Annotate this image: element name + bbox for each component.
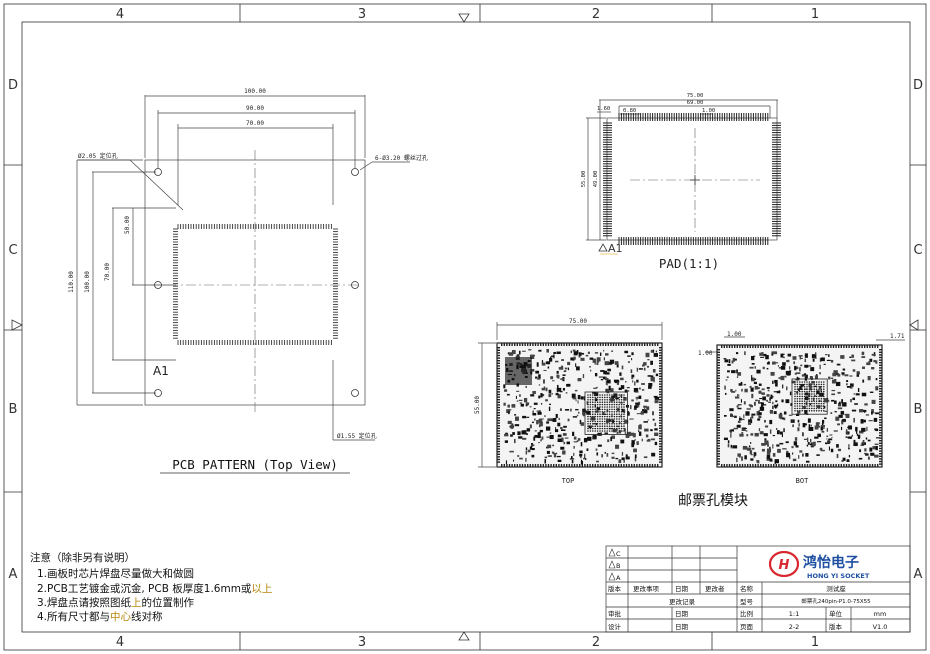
dim-label: 49.00 bbox=[593, 171, 599, 188]
drawing-frame bbox=[3, 3, 927, 651]
note-item: 3.焊盘点请按照图纸上的位置制作 bbox=[37, 596, 195, 609]
val-version: V1.0 bbox=[873, 623, 888, 631]
col-label: 1 bbox=[811, 635, 819, 650]
dim-label: 55.00 bbox=[474, 396, 481, 414]
pad-outline bbox=[606, 117, 778, 241]
col-label: 2 bbox=[592, 635, 600, 650]
key-page: 页面 bbox=[740, 623, 754, 631]
dim-label: 1.00 bbox=[698, 350, 713, 357]
col-label: 4 bbox=[116, 635, 124, 650]
pcb-pattern-view: 100.00 90.00 70.00 110.00 100.00 70.00 5… bbox=[68, 88, 428, 474]
company-name-cn: 鸿怡电子 bbox=[803, 554, 859, 571]
dim-label: 110.00 bbox=[68, 271, 75, 293]
dim-label: 1.71 bbox=[890, 333, 905, 340]
module-view: 75.00 55.00 1.00 1.71 1.00 TOP BOT 邮票孔模块 bbox=[474, 318, 905, 509]
module-title: 邮票孔模块 bbox=[678, 493, 748, 509]
dim-label: 55.00 bbox=[581, 171, 587, 188]
notes-block: 注意（除非另有说明） 1.画板时芯片焊盘尽量做大和做圆 2.PCB工艺镀金或沉金… bbox=[30, 551, 272, 623]
hole-note: Ø2.05 定位孔 bbox=[78, 152, 118, 160]
dim-label: 70.00 bbox=[104, 263, 111, 281]
hole-note: 6-Ø3.20 螺丝过孔 bbox=[375, 154, 428, 162]
dim-label: 69.00 bbox=[687, 100, 704, 106]
dim-label: 50.00 bbox=[124, 216, 131, 234]
hdr-review: 审批 bbox=[608, 609, 622, 618]
title-block: C B A 版本 更改事项 日期 更改者 更改记录 审批 日期 设计 日期 名称… bbox=[605, 545, 911, 633]
pin-one-label: A1 bbox=[608, 242, 623, 255]
val-name: 测试座 bbox=[826, 584, 846, 593]
hdr-change: 更改事项 bbox=[633, 584, 660, 593]
dim-label: 100.00 bbox=[84, 271, 91, 293]
pin-one-label: A1 bbox=[153, 364, 169, 378]
row-label: B bbox=[9, 402, 18, 417]
val-scale: 1:1 bbox=[789, 610, 799, 618]
module-bot-label: BOT bbox=[796, 477, 809, 485]
hole-note: Ø1.55 定位孔 bbox=[337, 432, 377, 440]
dim-label: 70.00 bbox=[246, 120, 264, 127]
module-top-label: TOP bbox=[562, 477, 575, 485]
row-label: C bbox=[8, 243, 17, 258]
pad-title: PAD(1:1) bbox=[659, 256, 719, 271]
row-label: A bbox=[9, 567, 18, 582]
row-label: D bbox=[8, 78, 18, 93]
hdr-changer: 更改者 bbox=[705, 584, 725, 593]
hdr-version: 版本 bbox=[608, 584, 622, 593]
pad-view: 75.00 69.00 1.60 0.80 1.00 55.00 49.00 A… bbox=[581, 93, 781, 271]
hdr-record: 更改记录 bbox=[669, 597, 696, 606]
dim-label: 1.00 bbox=[727, 331, 742, 338]
key-scale: 比例 bbox=[740, 609, 753, 618]
row-label: C bbox=[913, 243, 922, 258]
pad-pads bbox=[603, 113, 781, 245]
key-unit: 单位 bbox=[829, 609, 843, 618]
dim-label: 100.00 bbox=[244, 88, 266, 95]
dim-label: 75.00 bbox=[687, 93, 704, 99]
pcb-pads bbox=[173, 224, 338, 345]
company-name-en: HONG YI SOCKET bbox=[807, 572, 870, 580]
key-model: 型号 bbox=[740, 597, 754, 606]
hdr-date2: 日期 bbox=[675, 610, 689, 618]
key-version: 版本 bbox=[829, 622, 843, 631]
row-label: A bbox=[914, 567, 923, 582]
dim-label: 90.00 bbox=[246, 105, 264, 112]
note-item: 1.画板时芯片焊盘尽量做大和做圆 bbox=[37, 567, 194, 580]
col-label: 4 bbox=[116, 7, 124, 22]
row-label: B bbox=[914, 402, 923, 417]
val-model: 邮票孔240pin-P1.0-75X55 bbox=[801, 597, 871, 605]
dim-label: 1.60 bbox=[597, 106, 610, 112]
dim-label: 1.00 bbox=[702, 108, 715, 114]
row-label: D bbox=[913, 78, 923, 93]
pcb-pattern-title: PCB PATTERN (Top View) bbox=[172, 457, 338, 472]
dim-label: 0.80 bbox=[623, 108, 636, 114]
col-label: 3 bbox=[358, 635, 366, 650]
dim-label: 75.00 bbox=[569, 318, 587, 325]
rev-row-b: B bbox=[616, 562, 620, 570]
notes-heading: 注意（除非另有说明） bbox=[30, 551, 135, 564]
rev-row-a: A bbox=[616, 574, 621, 582]
frame-labels: 4 3 2 1 4 3 2 1 D C B A D C B A bbox=[8, 7, 923, 650]
col-label: 1 bbox=[811, 7, 819, 22]
hdr-design: 设计 bbox=[608, 622, 622, 631]
svg-text:H: H bbox=[779, 558, 790, 573]
rev-row-c: C bbox=[616, 550, 621, 558]
val-page: 2-2 bbox=[789, 623, 800, 631]
col-label: 2 bbox=[592, 7, 600, 22]
val-unit: mm bbox=[874, 610, 887, 618]
hdr-date3: 日期 bbox=[675, 623, 689, 631]
company-logo: H 鸿怡电子 HONG YI SOCKET bbox=[768, 550, 870, 580]
note-item: 2.PCB工艺镀金或沉金, PCB 板厚度1.6mm或以上 bbox=[37, 582, 272, 595]
module-detail bbox=[497, 343, 882, 467]
key-name: 名称 bbox=[740, 584, 754, 593]
note-item: 4.所有尺寸都与中心线对称 bbox=[37, 610, 163, 623]
col-label: 3 bbox=[358, 7, 366, 22]
hdr-date: 日期 bbox=[675, 585, 689, 593]
